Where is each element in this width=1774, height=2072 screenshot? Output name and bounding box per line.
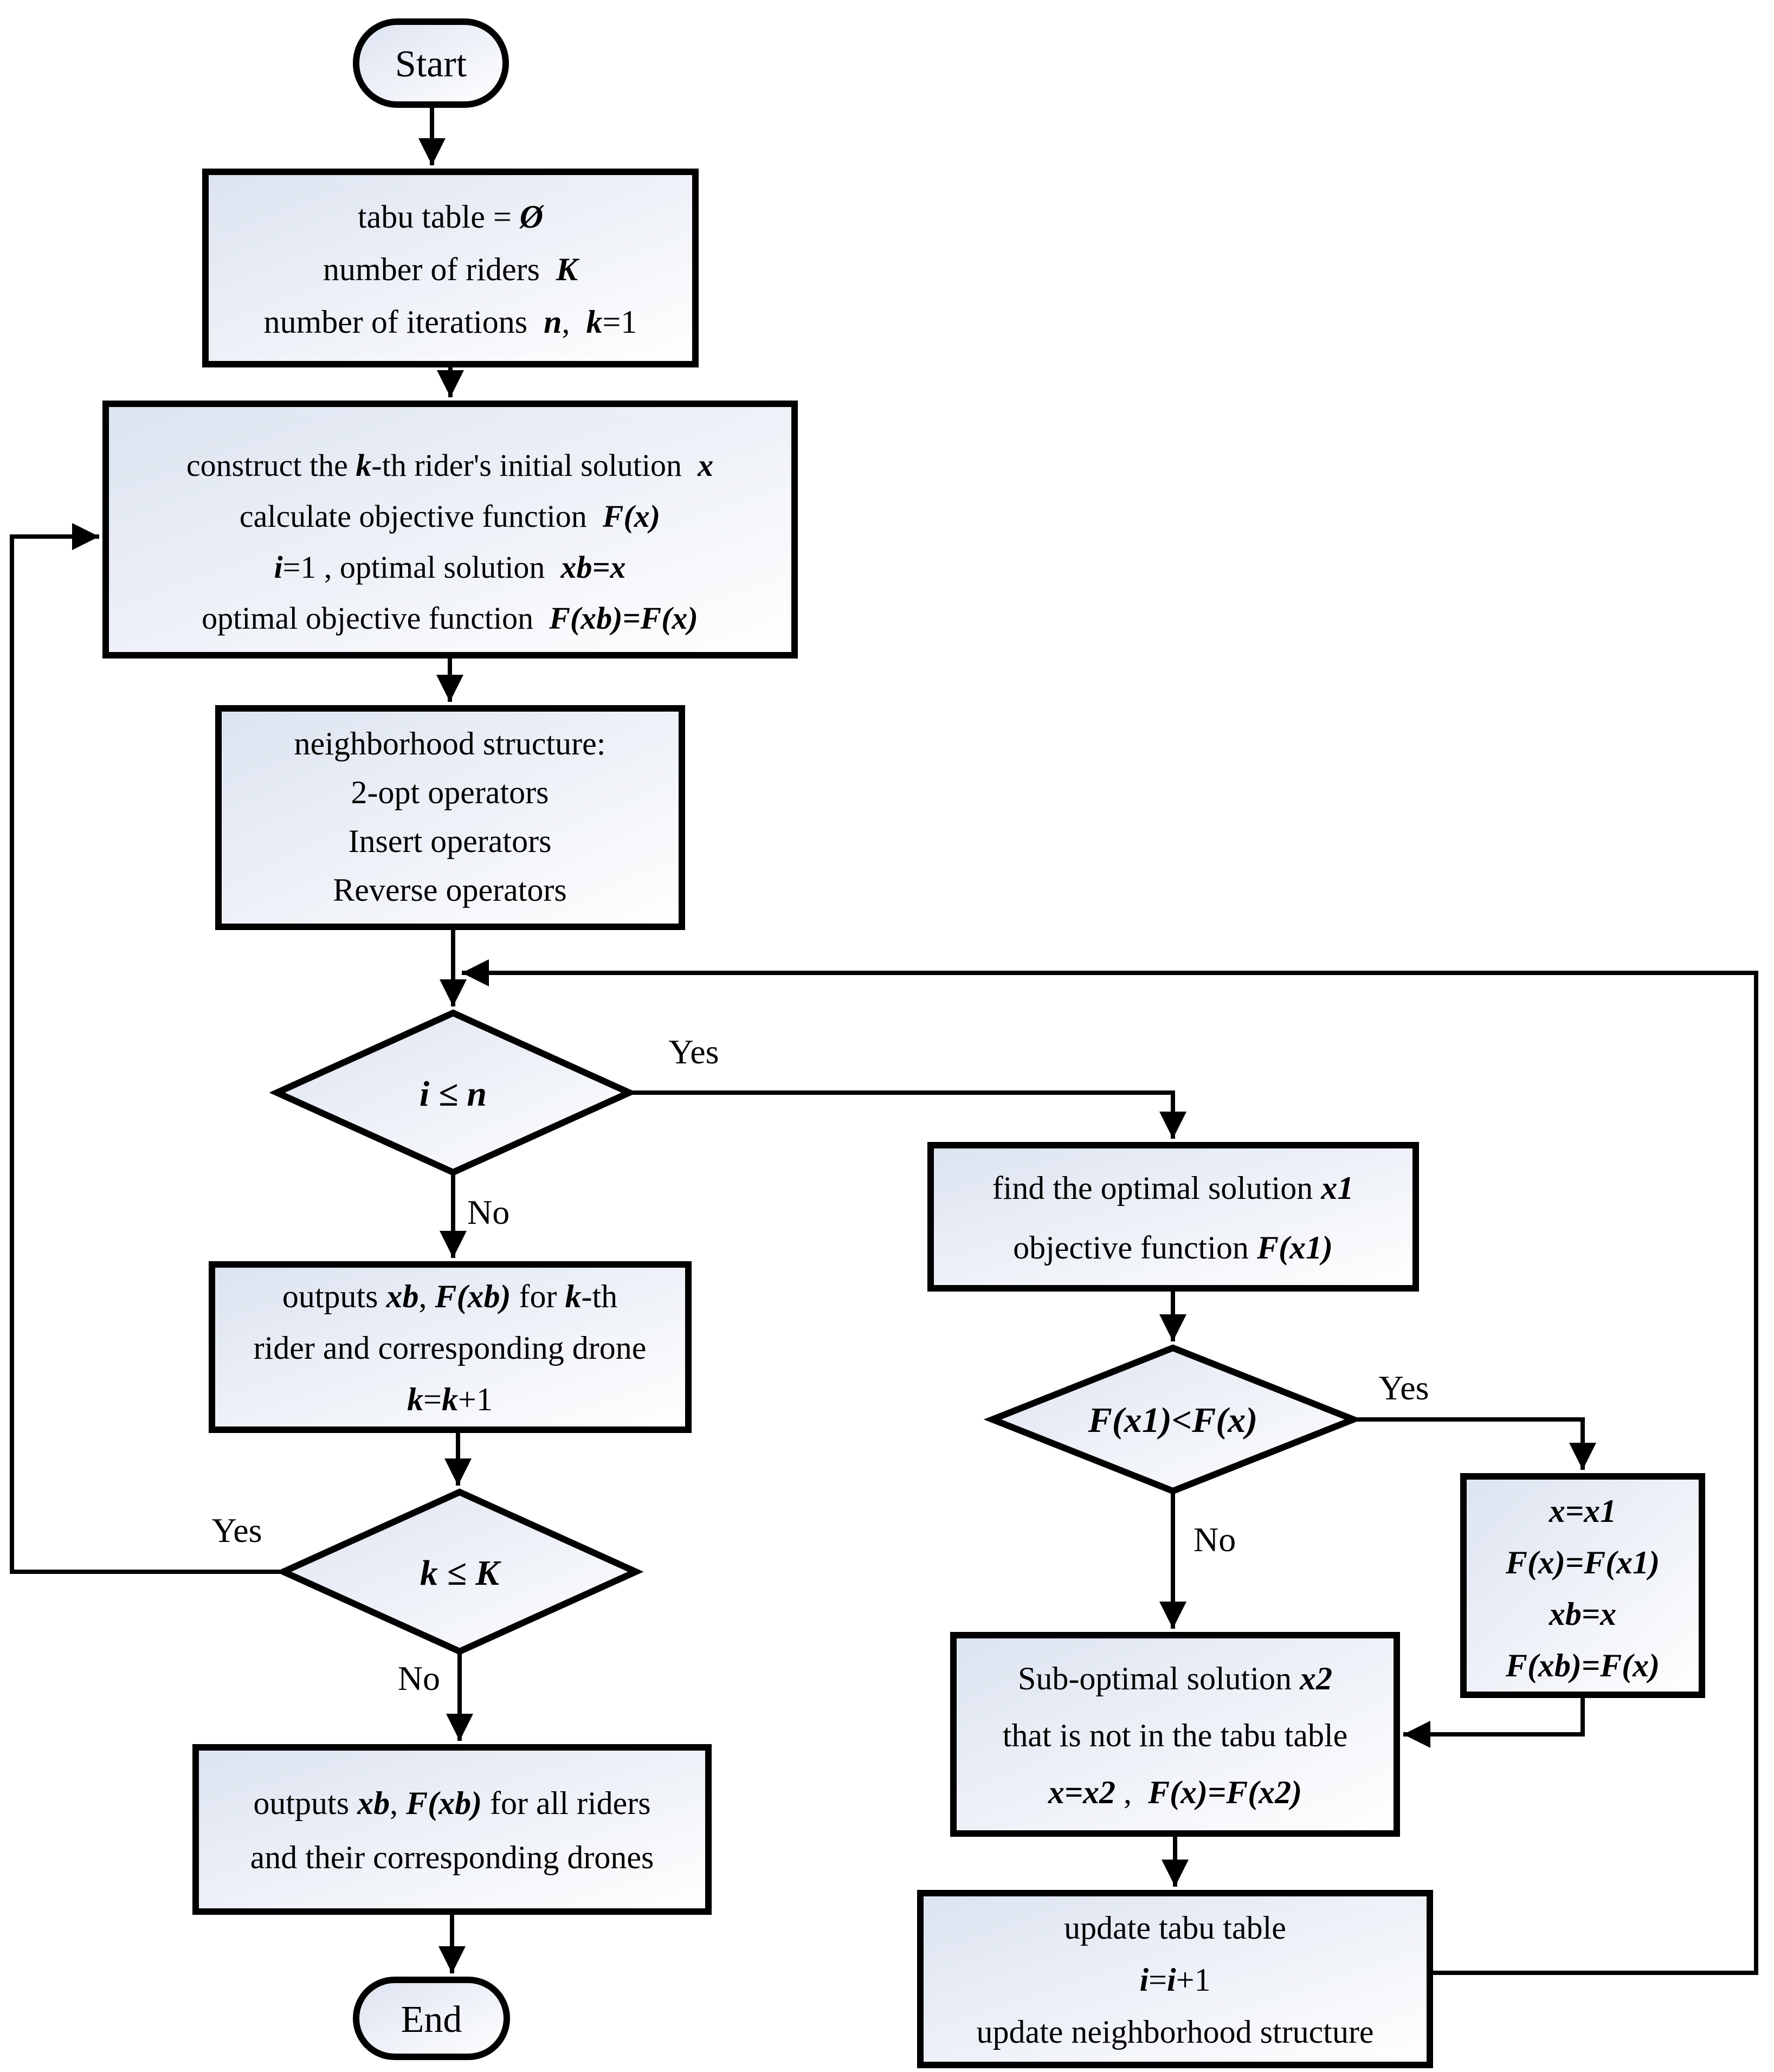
- accept-solution-shape: [1460, 1473, 1705, 1698]
- update-line-2: i=i+1: [1139, 1962, 1210, 1998]
- accept-line-4: F(xb)=F(x): [1505, 1648, 1660, 1683]
- construct-solution-box: construct the k-th rider's initial solut…: [102, 401, 798, 659]
- suboptimal-line-2: that is not in the tabu table: [1003, 1718, 1348, 1753]
- find-optimal-line-2: objective function F(x1): [1013, 1230, 1333, 1266]
- find-optimal-shape: [927, 1142, 1419, 1292]
- construct-line-4: optimal objective function F(xb)=F(x): [202, 601, 698, 636]
- edge-accept-to-suboptimal: [1403, 1695, 1585, 1748]
- suboptimal-line-1: Sub-optimal solution x2: [1018, 1661, 1332, 1696]
- accept-line-2: F(x)=F(x1): [1505, 1545, 1660, 1580]
- edge-compare-yes-to-accept: [1353, 1417, 1596, 1470]
- start-shape: [353, 18, 509, 108]
- compare-objective-shape: [983, 1344, 1363, 1495]
- suboptimal-shape: [950, 1632, 1400, 1837]
- label-rider-yes: Yes: [211, 1511, 262, 1550]
- edge-update-loop-return: [462, 959, 1758, 1975]
- suboptimal-box: Sub-optimal solution x2 that is not in t…: [950, 1632, 1400, 1837]
- outputs-kth-line-2: rider and corresponding drone: [254, 1330, 647, 1366]
- outputs-kth-line-3: k=k+1: [407, 1382, 493, 1417]
- init-shape: [202, 169, 699, 367]
- outputs-kth-shape: [209, 1261, 692, 1433]
- label-iteration-yes: Yes: [668, 1032, 719, 1071]
- compare-objective-diamond: F(x1)<F(x): [983, 1344, 1363, 1495]
- accept-line-3: xb=x: [1549, 1596, 1616, 1632]
- label-rider-no: No: [398, 1659, 440, 1697]
- edge-rider-yes-loop-to-construct: [10, 523, 283, 1574]
- find-optimal-box: find the optimal solution x1 objective f…: [927, 1142, 1419, 1292]
- construct-line-2: calculate objective function F(x): [240, 499, 660, 534]
- init-line-2: number of riders K: [323, 251, 580, 287]
- outputs-all-line-2: and their corresponding drones: [250, 1839, 654, 1875]
- edge-iteration-yes-to-find-optimal: [629, 1090, 1186, 1139]
- neighborhood-line-3: Insert operators: [349, 823, 552, 859]
- end-shape: [353, 1977, 510, 2060]
- end-node: End: [353, 1977, 510, 2060]
- outputs-kth-box: outputs xb, F(xb) for k-th rider and cor…: [209, 1261, 692, 1433]
- update-tabu-box: update tabu table i=i+1 update neighborh…: [917, 1890, 1433, 2068]
- update-line-1: update tabu table: [1064, 1910, 1286, 1946]
- rider-check-diamond: k ≤ K: [275, 1488, 644, 1655]
- label-iteration-no: No: [467, 1193, 509, 1231]
- compare-objective-label: F(x1)<F(x): [1088, 1400, 1258, 1440]
- neighborhood-shape: [215, 705, 685, 930]
- accept-line-1: x=x1: [1549, 1493, 1616, 1529]
- outputs-all-line-1: outputs xb, F(xb) for all riders: [253, 1785, 650, 1821]
- start-node: Start: [353, 18, 509, 108]
- neighborhood-line-4: Reverse operators: [333, 872, 566, 908]
- construct-line-1: construct the k-th rider's initial solut…: [186, 448, 713, 483]
- label-compare-no: No: [1194, 1520, 1236, 1559]
- neighborhood-line-1: neighborhood structure:: [294, 726, 606, 761]
- end-label: End: [401, 1999, 462, 2041]
- construct-line-3: i=1 , optimal solution xb=x: [274, 550, 625, 585]
- iteration-check-label: i ≤ n: [420, 1074, 487, 1114]
- init-line-3: number of iterations n, k=1: [264, 304, 637, 340]
- rider-check-shape: [275, 1488, 644, 1655]
- rider-check-label: k ≤ K: [420, 1553, 501, 1593]
- suboptimal-line-3: x=x2 , F(x)=F(x2): [1048, 1774, 1302, 1810]
- update-line-3: update neighborhood structure: [976, 2014, 1373, 2050]
- iteration-check-shape: [269, 1009, 637, 1176]
- outputs-all-shape: [192, 1744, 712, 1915]
- init-line-1: tabu table = Ø: [358, 199, 545, 235]
- init-box: tabu table = Ø number of riders K number…: [202, 169, 699, 367]
- find-optimal-line-1: find the optimal solution x1: [992, 1170, 1354, 1206]
- outputs-kth-line-1: outputs xb, F(xb) for k-th: [282, 1279, 617, 1314]
- neighborhood-line-2: 2-opt operators: [351, 774, 549, 810]
- outputs-all-box: outputs xb, F(xb) for all riders and the…: [192, 1744, 712, 1915]
- iteration-check-diamond: i ≤ n: [269, 1009, 637, 1176]
- label-compare-yes: Yes: [1378, 1369, 1429, 1407]
- start-label: Start: [395, 43, 467, 85]
- accept-solution-box: x=x1 F(x)=F(x1) xb=x F(xb)=F(x): [1460, 1473, 1705, 1698]
- update-tabu-shape: [917, 1890, 1433, 2068]
- neighborhood-box: neighborhood structure: 2-opt operators …: [215, 705, 685, 930]
- construct-shape: [102, 401, 798, 659]
